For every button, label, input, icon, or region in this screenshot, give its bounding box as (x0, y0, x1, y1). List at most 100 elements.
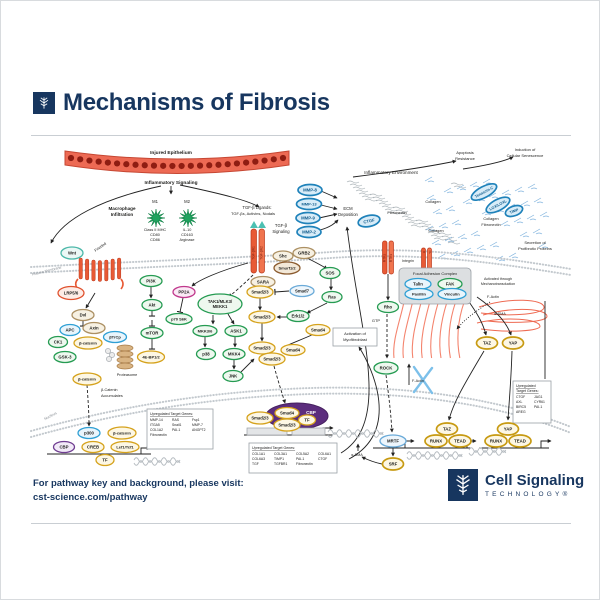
node-label: Erk1/2 (292, 314, 306, 319)
node-tead: TEAD (448, 434, 472, 448)
box-text: Upregulated (516, 384, 536, 388)
box-text: Upregulated Target Genes: (150, 412, 193, 416)
node-label: β-catenin (113, 430, 131, 435)
node-label: GSK-3 (58, 355, 72, 360)
label-focal-adhesion-complex: Focal Adhesion Complex (413, 271, 457, 276)
node-axin: Axin (82, 321, 106, 335)
node-vinculin: Vinculin (437, 287, 467, 301)
node-smurf1-2: Smurf1/2 (273, 261, 301, 275)
pathway-arrow-22 (306, 257, 328, 270)
node-label: Ras (328, 295, 336, 300)
tgfb-receptor (250, 221, 266, 274)
label-mechanotransduction: Mechanotransduction (481, 282, 515, 286)
pathway-arrow-38 (385, 374, 394, 433)
node-label: TEAD (514, 439, 526, 444)
label-il-10: IL-10 (183, 228, 192, 232)
label-cd86: CD86 (150, 238, 160, 242)
node-label: Paxillin (412, 291, 427, 296)
node-tak1-mlk3-mekk1: TAK1/MLK3/MEKK1 (197, 293, 243, 315)
cst-logo-mark (448, 469, 478, 501)
node-ck1: CK1 (47, 335, 69, 349)
node-label: TF (304, 418, 310, 423)
pathway-arrow-13 (191, 262, 249, 287)
label-rtks: RTKs (383, 254, 387, 263)
node-catenin: β-catenin (107, 426, 137, 440)
label-injured-epithelium: Injured Epithelium (150, 150, 192, 156)
node-label: Dvl (80, 313, 87, 318)
actin-crosslink-icon (412, 365, 434, 395)
label-macrophage: Macrophage (108, 206, 136, 211)
node-label: SOS (325, 271, 334, 276)
node-label: TAZ (443, 427, 451, 432)
pathway-arrow-45 (506, 350, 513, 421)
box-text: PAI-1 (172, 428, 180, 432)
pathway-arrow-43 (476, 296, 512, 336)
node-label: MRTF (387, 439, 399, 444)
node-label: CBP (59, 445, 68, 450)
node-rock: ROCK (373, 361, 399, 375)
pathway-arrow-12 (180, 297, 184, 312)
label-tgf-r2: TGF-βR2 (260, 246, 264, 260)
node-label: Smurf1/2 (278, 265, 296, 270)
node-dvl: Dvl (71, 308, 95, 322)
node-label: RUNX (430, 439, 442, 444)
node-smad2-3: Smad2/3 (248, 310, 276, 324)
node-paxillin: Paxillin (404, 287, 434, 301)
poster-header: Mechanisms of Fibrosis (33, 89, 330, 117)
label-f-actin: F-Actin (487, 295, 499, 299)
node-rho: Rho (376, 300, 400, 314)
box-text: PAI-1 (296, 457, 304, 461)
label-proteasome: Proteasome (117, 373, 137, 377)
pathway-arrow-52 (456, 301, 491, 330)
node-label: MMP-13 (301, 201, 317, 206)
node-label: SRF (389, 462, 398, 467)
node-label: FAK (446, 282, 455, 287)
proteasome (116, 344, 134, 370)
node-smad7: Smad7 (289, 284, 315, 298)
node-label: MMP-8 (303, 188, 317, 193)
label-accumulates: Accumulates (101, 394, 123, 398)
node-cbp: CBP (52, 440, 76, 454)
node-label: Vinculin (444, 291, 460, 296)
box-text: Fibronectin (296, 462, 313, 466)
target-genes-box-1: Upregulated Target Genes:MMP-14ITGA5COL1… (146, 408, 214, 450)
node-tf: TF (297, 414, 317, 426)
node-smad2-3: Smad2/3 (258, 352, 286, 366)
node-label: CK1 (54, 340, 63, 345)
label-secretion-of: Secretion of (524, 240, 546, 245)
box-text: Fibronectin (150, 433, 167, 437)
box-text: COL1A2 (150, 428, 163, 432)
node-mmp-9: MMP-9 (295, 211, 321, 225)
label-sma: α-SMA (494, 312, 506, 316)
label-signaling: Signaling (272, 229, 290, 234)
label-collagen: Collagen (425, 199, 440, 204)
node-smad4: Smad4 (305, 323, 331, 337)
node-taz: TAZ (475, 336, 499, 350)
node-label: ROCK (380, 366, 394, 371)
label-arginase: Arginase (180, 238, 195, 242)
label-profibrotic-proteins: Profibrotic Proteins (518, 246, 552, 251)
page-title: Mechanisms of Fibrosis (63, 89, 330, 116)
footer-visit-text: For pathway key and background, please v… (33, 478, 244, 489)
label-fibronectin: Fibronectin (481, 222, 500, 227)
node-label: Smad2/3 (253, 346, 271, 351)
node-label: TAZ (483, 341, 491, 346)
pathway-arrow-40 (361, 456, 383, 465)
pathway-link[interactable]: cst-science.com/pathway (33, 491, 148, 503)
node-label: CREB (87, 445, 99, 450)
label-gtp: GTP (372, 318, 381, 323)
label-class-ii-mhc: Class II MHC (144, 228, 167, 232)
node-mkk3-6: MKK3/6 (192, 324, 218, 338)
pathway-arrow-16 (227, 313, 235, 325)
box-text: Activation of (344, 331, 367, 336)
node-catenin: β-catenin (72, 372, 102, 386)
node-label: MEKK1 (213, 304, 228, 309)
box-text: RAS (172, 418, 180, 422)
node-yap: YAP (496, 422, 520, 436)
label-tgf-r1: TGF-βR1 (252, 246, 256, 260)
node-label: RUNX (490, 439, 502, 444)
node-label: TAK1/MLK3/ (208, 299, 233, 304)
node-label: Lef1/Tcf1 (116, 444, 134, 449)
label-rtks: RTKs (389, 254, 393, 263)
